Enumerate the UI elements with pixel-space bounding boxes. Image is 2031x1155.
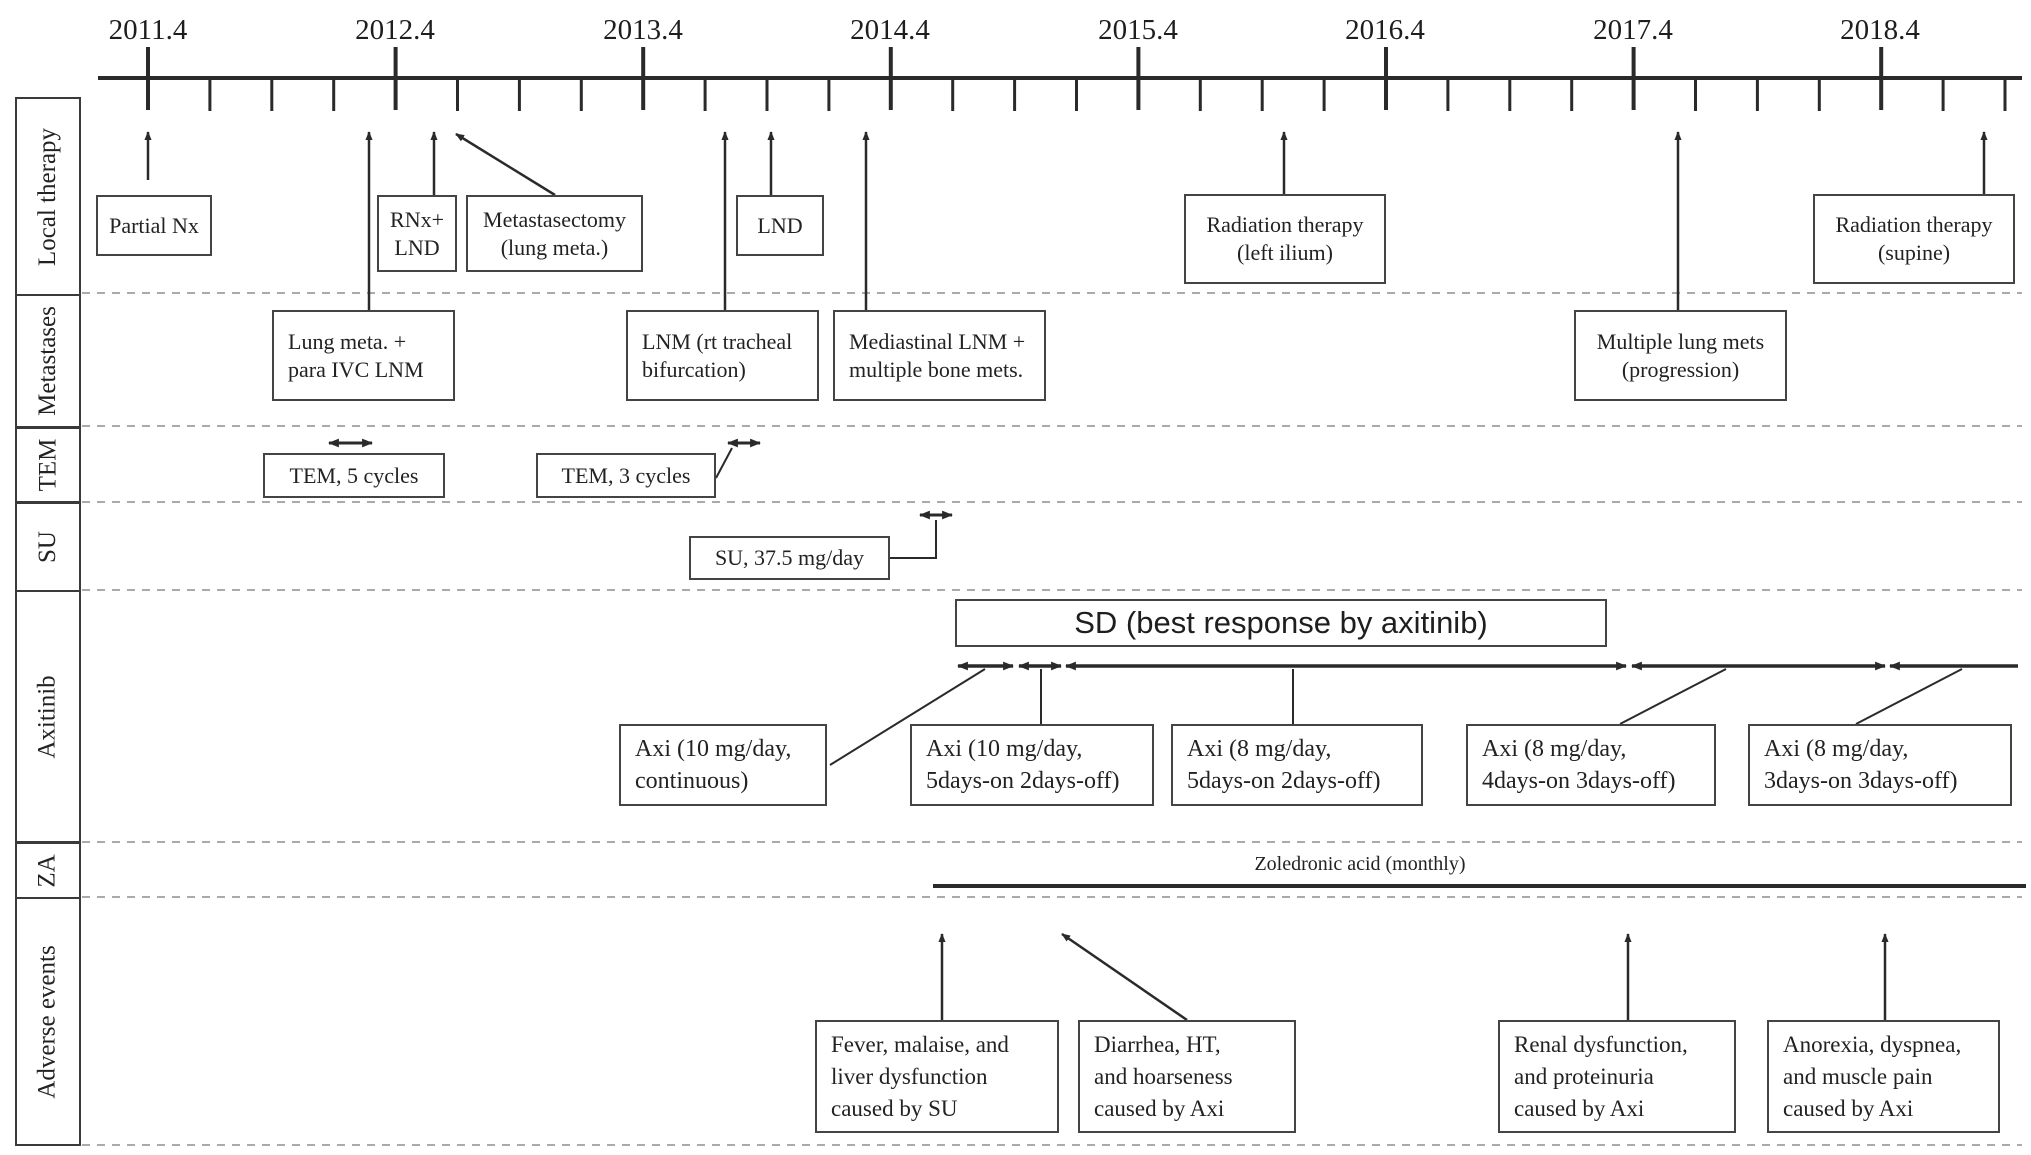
axi-dose4-box: Axi (8 mg/day, 4days-on 3days-off) [1466, 724, 1716, 806]
ae-axi-renal-box: Renal dysfunction, and proteinuria cause… [1498, 1020, 1736, 1133]
lnd-box: LND [736, 195, 824, 256]
row-label-metastases: Metastases [15, 294, 81, 428]
su-connector [890, 520, 937, 559]
ae2-arrow [1061, 932, 1188, 1022]
metastasectomy-arrow [455, 132, 556, 197]
su-dose-box: SU, 37.5 mg/day [689, 536, 890, 580]
multiple-lung-mets-box: Multiple lung mets (progression) [1574, 310, 1787, 401]
za-label: Zoledronic acid (monthly) [1254, 853, 1466, 875]
partial-nx-box: Partial Nx [96, 195, 212, 256]
rnx-lnd-box: RNx+ LND [377, 195, 457, 272]
row-label-adverse-events: Adverse events [15, 897, 81, 1146]
row-label-tem: TEM [15, 427, 81, 503]
axi-dose4-connector [1619, 668, 1727, 725]
year-label: 2012.4 [355, 14, 435, 46]
ae-su-box: Fever, malaise, and liver dysfunction ca… [815, 1020, 1059, 1133]
lung-meta-box: Lung meta. + para IVC LNM [272, 310, 455, 401]
row-label-su: SU [15, 502, 81, 592]
mediastinal-lnm-box: Mediastinal LNM + multiple bone mets. [833, 310, 1046, 401]
axi-dose3-box: Axi (8 mg/day, 5days-on 2days-off) [1171, 724, 1423, 806]
year-label: 2015.4 [1098, 14, 1178, 46]
axi-dose2-box: Axi (10 mg/day, 5days-on 2days-off) [910, 724, 1154, 806]
axi-dose5-box: Axi (8 mg/day, 3days-on 3days-off) [1748, 724, 2012, 806]
row-label-za: ZA [15, 842, 81, 899]
row-separators [82, 292, 2022, 1146]
axi-dose1-connector [829, 668, 986, 766]
year-label: 2017.4 [1593, 14, 1673, 46]
row-label-local-therapy: Local therapy [15, 97, 81, 296]
year-label: 2013.4 [603, 14, 683, 46]
metastasectomy-box: Metastasectomy (lung meta.) [466, 195, 643, 272]
radiation-therapy-supine-box: Radiation therapy (supine) [1813, 194, 2015, 284]
lnm-tracheal-box: LNM (rt tracheal bifurcation) [626, 310, 819, 401]
tem-course2-connector [715, 447, 733, 479]
time-axis-ticks [146, 47, 2007, 111]
year-label: 2011.4 [108, 14, 188, 46]
radiation-therapy-ilium-box: Radiation therapy (left ilium) [1184, 194, 1386, 284]
ae-axi-anorexia-box: Anorexia, dyspnea, and muscle pain cause… [1767, 1020, 2000, 1133]
year-label: 2014.4 [850, 14, 930, 46]
best-response-box: SD (best response by axitinib) [955, 599, 1607, 647]
axi-dose5-connector [1855, 668, 1963, 725]
year-label: 2018.4 [1840, 14, 1920, 46]
axi-dose1-box: Axi (10 mg/day, continuous) [619, 724, 827, 806]
tem-3-cycles-box: TEM, 3 cycles [536, 453, 716, 498]
year-label: 2016.4 [1345, 14, 1425, 46]
tem-5-cycles-box: TEM, 5 cycles [263, 453, 445, 498]
ae-axi-diarrhea-box: Diarrhea, HT, and hoarseness caused by A… [1078, 1020, 1296, 1133]
row-label-axitinib: Axitinib [15, 590, 81, 843]
